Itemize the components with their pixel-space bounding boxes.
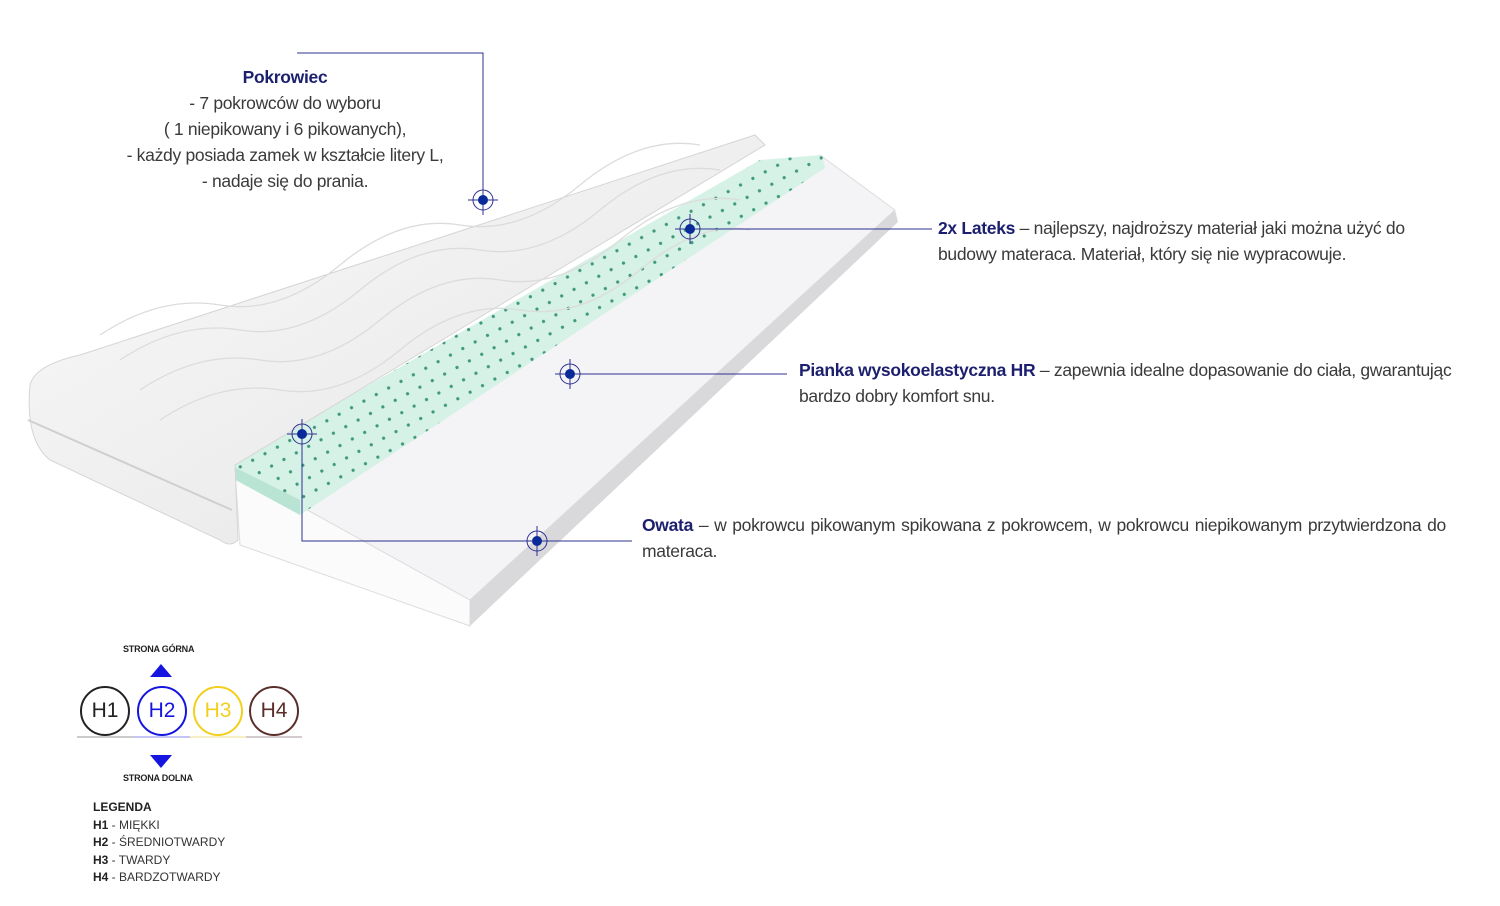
legend-item: H3 - TWARDY (93, 852, 171, 867)
bottom-side-label: STRONA DOLNA (123, 773, 193, 783)
arrow-up-icon (150, 664, 172, 677)
cover-line: - każdy posiada zamek w kształcie litery… (126, 145, 444, 165)
wadding-callout: Owata – w pokrowcu pikowanym spikowana z… (642, 512, 1446, 564)
hr-foam-description: – zapewnia idealne dopasowanie do ciała,… (799, 360, 1452, 406)
wadding-description: – w pokrowcu pikowanym spikowana z pokro… (642, 515, 1446, 561)
hardness-h1: H1 (80, 686, 130, 736)
wadding-title: Owata (642, 515, 694, 535)
target-marker-icon (675, 214, 705, 244)
marker-icons (287, 185, 705, 556)
latex-description: – najlepszy, najdroższy materiał jaki mo… (938, 218, 1405, 264)
hardness-legend: LEGENDA H1 - MIĘKKI H2 - ŚREDNIOTWARDY H… (93, 799, 225, 887)
legend-item: H4 - BARDZOTWARDY (93, 870, 221, 884)
cover-title: Pokrowiec (242, 67, 328, 87)
cover-line: - nadaje się do prania. (201, 171, 369, 191)
latex-front (230, 465, 300, 515)
latex-callout: 2x Lateks – najlepszy, najdroższy materi… (938, 215, 1458, 267)
hr-foam-callout: Pianka wysokoelastyczna HR – zapewnia id… (799, 357, 1459, 409)
arrow-down-icon (150, 755, 172, 768)
latex-title: 2x Lateks (938, 218, 1016, 238)
target-marker-icon (468, 185, 498, 215)
hardness-h2: H2 (137, 686, 187, 736)
legend-title: LEGENDA (93, 800, 152, 814)
hr-foam-title: Pianka wysokoelastyczna HR (799, 360, 1036, 380)
cover-layer (28, 134, 766, 545)
cover-line: ( 1 niepikowany i 6 pikowanych), (163, 119, 407, 139)
hardness-h3: H3 (193, 686, 243, 736)
target-marker-icon (555, 359, 585, 389)
cover-line: - 7 pokrowców do wyboru (189, 93, 381, 113)
foam-base-edge (470, 210, 898, 626)
target-marker-icon (522, 526, 552, 556)
legend-item: H1 - MIĘKKI (93, 817, 160, 832)
top-side-label: STRONA GÓRNA (123, 644, 195, 654)
target-marker-icon (287, 419, 317, 449)
hardness-h4: H4 (249, 686, 299, 736)
legend-item: H2 - ŚREDNIOTWARDY (93, 835, 226, 849)
cover-callout: Pokrowiec - 7 pokrowców do wyboru ( 1 ni… (60, 64, 510, 194)
